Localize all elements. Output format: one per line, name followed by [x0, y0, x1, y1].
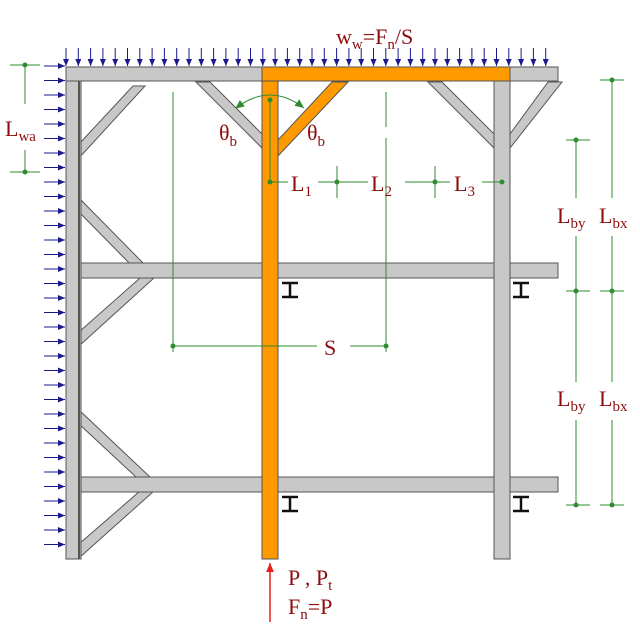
floor-beam-upper	[80, 262, 559, 279]
wind-load-label: ww=Fn/S	[336, 24, 413, 53]
dimension-lines	[10, 64, 624, 506]
wind-load-arrows-top	[63, 48, 549, 66]
lbx-upper-label: Lbx	[599, 203, 628, 232]
l2-label: L2	[371, 171, 392, 200]
fn-equation-label: Fn=P	[288, 594, 332, 623]
wall-column	[65, 80, 82, 560]
top-beam-highlight	[261, 66, 511, 82]
l3-label: L3	[454, 171, 475, 200]
section-i-icon	[282, 281, 529, 513]
theta-left-label: θb	[219, 120, 237, 150]
dimension-dots	[22, 62, 615, 508]
theta-right-label: θb	[307, 120, 325, 150]
wall-height-label: Lwa	[5, 116, 36, 145]
spacing-label: S	[324, 335, 336, 360]
right-column	[493, 80, 511, 560]
l1-label: L1	[291, 171, 312, 200]
lbx-lower-label: Lbx	[599, 386, 628, 415]
lby-upper-label: Lby	[557, 203, 586, 232]
lby-lower-label: Lby	[557, 386, 586, 415]
wind-load-arrows-left	[44, 63, 65, 548]
highlighted-column	[261, 80, 279, 560]
axial-load-label: P , Pt	[288, 565, 333, 594]
floor-beam-lower	[80, 476, 559, 493]
